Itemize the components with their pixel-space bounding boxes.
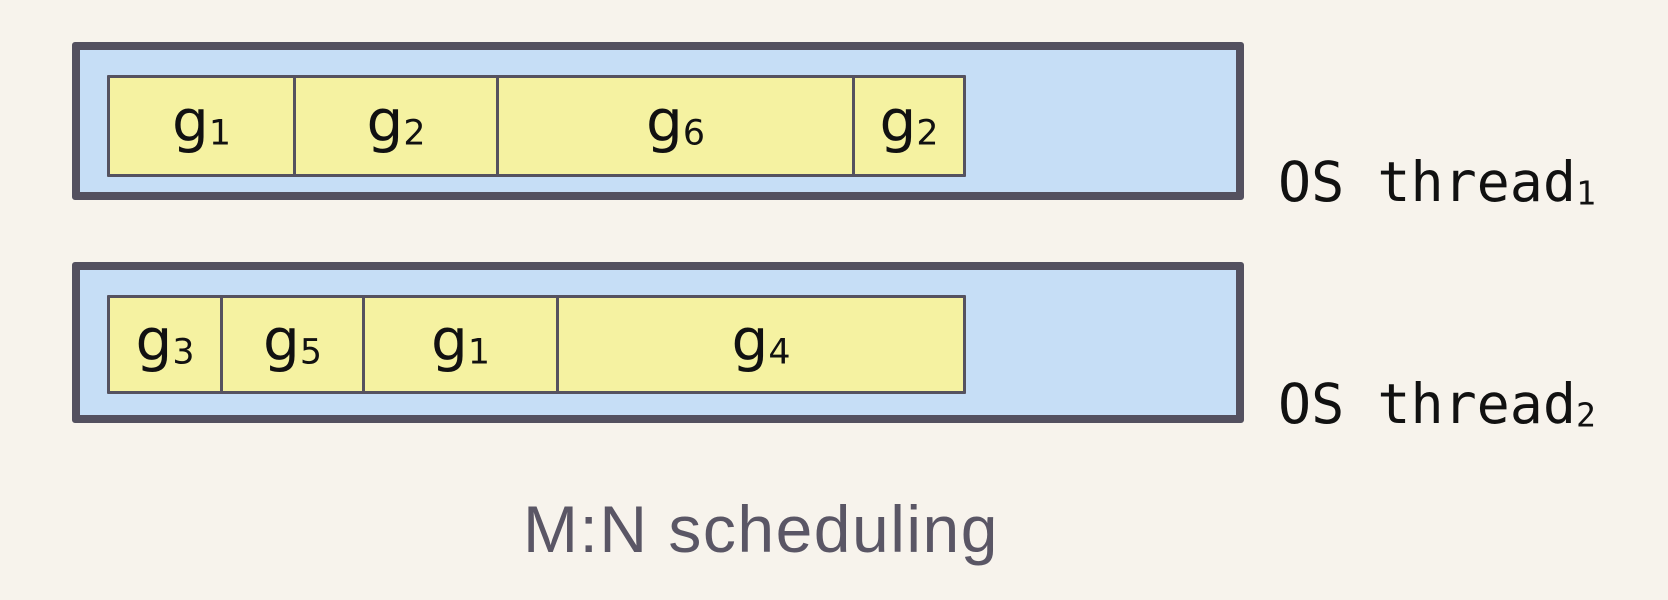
goroutine-box-g4: g4 [556, 295, 966, 394]
os-thread-1-label: OS thread1 [1278, 150, 1596, 214]
goroutine-box-g1: g1 [107, 75, 296, 177]
goroutine-subscript: 1 [467, 331, 490, 372]
goroutine-label: g6 [646, 87, 705, 155]
os-thread-2-label: OS thread2 [1278, 372, 1596, 436]
os-thread-1-bar: g1 g2 g6 g2 [72, 42, 1244, 200]
goroutine-subscript: 3 [172, 331, 195, 372]
goroutine-label: g4 [731, 305, 791, 374]
goroutine-box-g2b: g2 [852, 75, 966, 177]
goroutine-box-g6: g6 [496, 75, 855, 177]
goroutine-label: g2 [366, 87, 426, 155]
goroutine-box-g5: g5 [220, 295, 365, 394]
goroutine-subscript: 1 [208, 113, 231, 154]
thread-label-subscript: 1 [1576, 173, 1596, 213]
goroutine-box-g2: g2 [293, 75, 499, 177]
caption: M:N scheduling [523, 492, 999, 566]
goroutine-box-g1b: g1 [362, 295, 559, 394]
goroutine-label: g3 [135, 305, 195, 374]
goroutine-label: g2 [879, 87, 939, 155]
goroutine-subscript: 5 [299, 331, 322, 372]
goroutine-label: g1 [172, 87, 231, 155]
thread-label-subscript: 2 [1576, 395, 1596, 435]
goroutine-subscript: 2 [916, 113, 939, 154]
goroutine-box-g3: g3 [107, 295, 223, 394]
goroutine-subscript: 4 [768, 331, 791, 372]
goroutine-subscript: 6 [682, 113, 705, 154]
goroutine-subscript: 2 [403, 113, 426, 154]
goroutine-label: g1 [431, 305, 490, 374]
goroutine-row-1: g1 g2 g6 g2 [107, 75, 966, 177]
os-thread-2-bar: g3 g5 g1 g4 [72, 262, 1244, 423]
goroutine-row-2: g3 g5 g1 g4 [107, 295, 966, 394]
goroutine-label: g5 [263, 305, 322, 374]
